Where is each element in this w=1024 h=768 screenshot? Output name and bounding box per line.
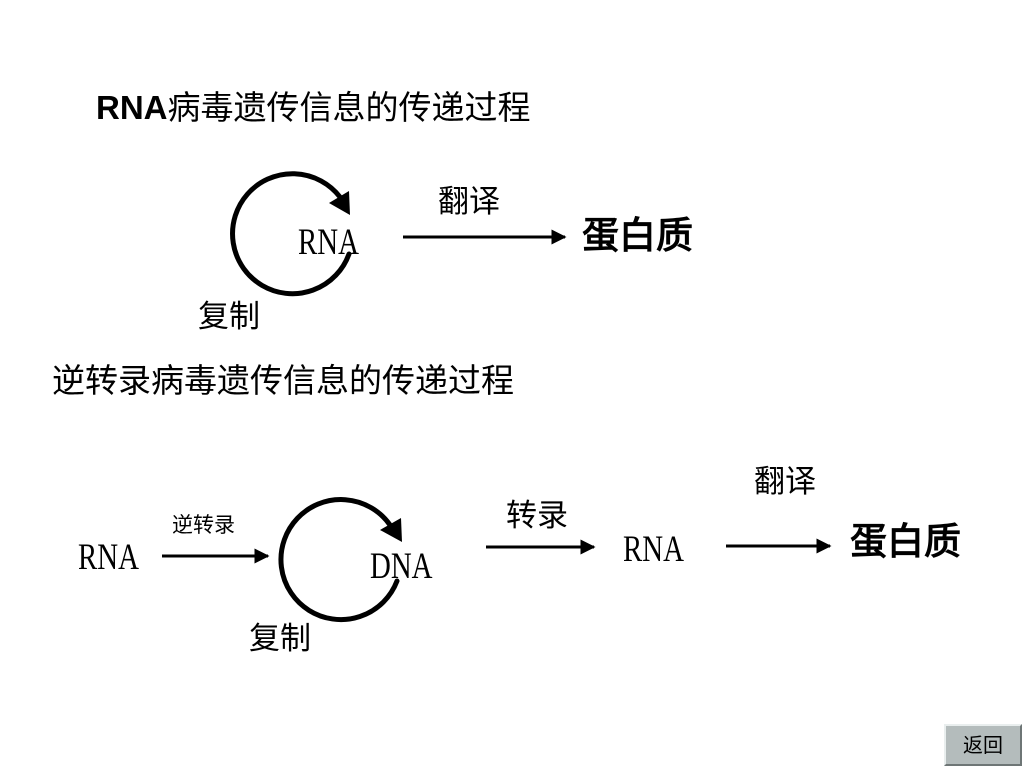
- rna-virus-translation-label: 翻译: [438, 184, 500, 220]
- retrovirus-reverse-transcription-label: 逆转录: [172, 513, 235, 537]
- rna-virus-replication-cycle: [230, 171, 352, 297]
- retrovirus-transcription-label: 转录: [506, 498, 568, 534]
- rna-virus-title: RNA病毒遗传信息的传递过程: [96, 88, 531, 128]
- retrovirus-replication-label: 复制: [249, 621, 311, 657]
- rna-virus-replication-label: 复制: [198, 299, 260, 335]
- back-button[interactable]: 返回: [944, 724, 1022, 766]
- retrovirus-replication-cycle: [278, 497, 400, 623]
- retrovirus-product: 蛋白质: [850, 520, 961, 563]
- retrovirus-node-rna-mid: RNA: [623, 529, 684, 570]
- retrovirus-title: 逆转录病毒遗传信息的传递过程: [52, 361, 514, 400]
- rna-virus-title-rest: 病毒遗传信息的传递过程: [167, 88, 531, 127]
- retrovirus-replication-arrowhead: [380, 518, 402, 542]
- rna-virus-product: 蛋白质: [582, 214, 693, 257]
- rna-virus-replication-arrowhead: [329, 191, 350, 215]
- retrovirus-node-rna-start: RNA: [78, 537, 139, 578]
- retrovirus-node-dna: DNA: [370, 546, 433, 587]
- retrovirus-translation-label: 翻译: [754, 464, 816, 500]
- rna-virus-title-prefix: RNA: [96, 89, 168, 126]
